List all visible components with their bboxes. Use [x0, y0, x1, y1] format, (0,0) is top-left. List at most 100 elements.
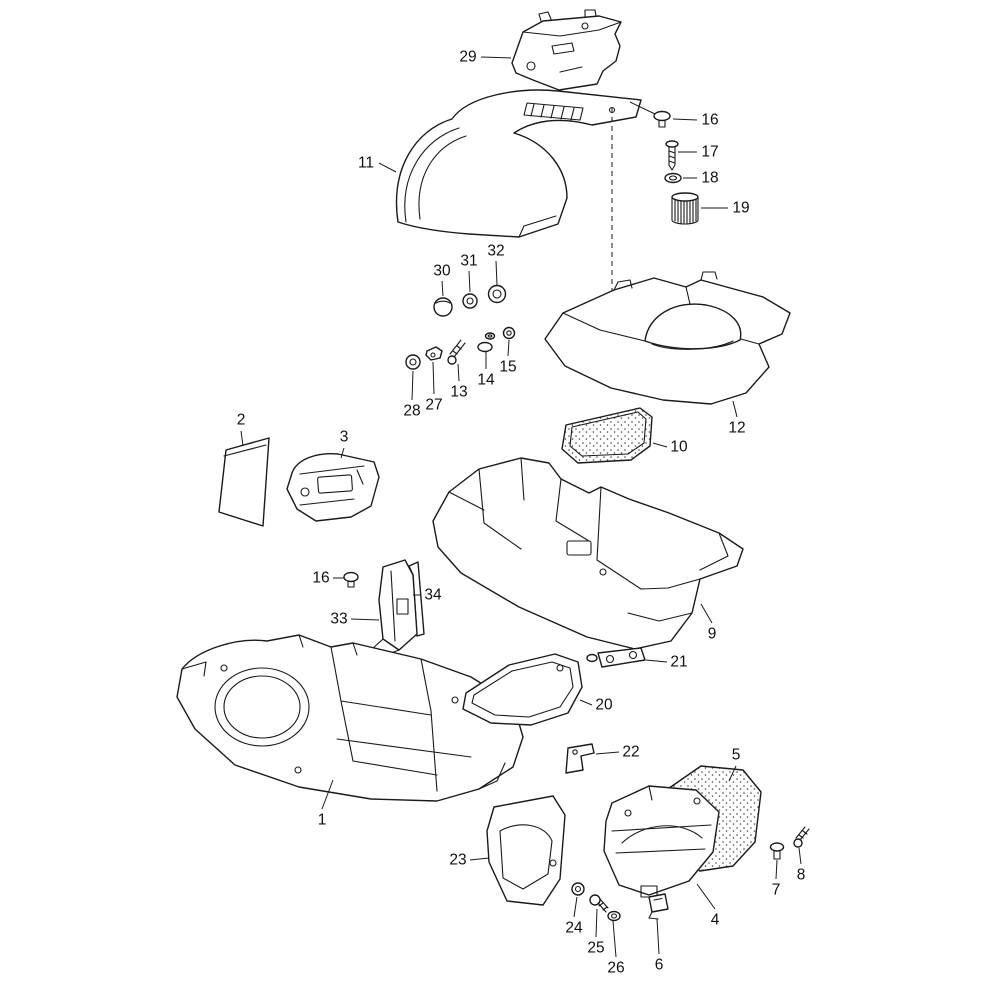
plate	[597, 647, 646, 668]
inner-arch	[404, 127, 460, 223]
callout-label-12: 12	[728, 420, 745, 437]
part-10-insulation-pad	[561, 407, 653, 464]
outline	[511, 15, 622, 91]
outline	[565, 743, 595, 774]
part-11-wheel-arch-liner	[395, 89, 642, 238]
part-12-rear-carpet	[544, 271, 791, 405]
callout-label-24: 24	[565, 920, 583, 937]
leader-line-3	[340, 447, 345, 459]
leader-line-11	[378, 162, 397, 173]
border-line	[471, 661, 574, 718]
grommet-inner	[466, 297, 474, 305]
screw-threads	[668, 150, 676, 164]
callout-label-30: 30	[433, 263, 451, 280]
part-22-angle-bracket	[565, 743, 595, 774]
clip-head	[653, 110, 671, 122]
crease	[390, 570, 396, 642]
callout-label-16: 16	[701, 112, 718, 129]
leader-line-4	[696, 883, 716, 910]
fastener-26-grommet	[607, 910, 621, 922]
callout-label-17: 17	[701, 144, 718, 161]
callout-label-26: 26	[607, 960, 624, 977]
callout-label-4: 4	[711, 912, 720, 929]
tab	[538, 11, 552, 22]
hole	[599, 568, 607, 576]
leader-line-12	[732, 400, 738, 418]
fastener-27-clip	[425, 346, 443, 361]
hole	[294, 766, 302, 774]
clip-slot	[653, 897, 663, 901]
leader-line-16	[672, 118, 698, 121]
fold-line	[685, 286, 691, 305]
fastener-31-grommet	[462, 293, 478, 309]
front-lip	[298, 634, 358, 656]
callout-label-5: 5	[732, 747, 741, 764]
fold-line	[562, 312, 646, 342]
hole	[549, 859, 557, 867]
outline	[218, 437, 270, 527]
right-flap	[699, 532, 729, 571]
footwell-line	[555, 478, 590, 542]
part-20-floor-mat	[462, 653, 583, 726]
screw-shaft	[668, 146, 676, 171]
fastener-6-clip	[648, 893, 669, 920]
callout-label-22: 22	[622, 744, 639, 761]
footwell-line	[478, 468, 522, 550]
fastener-19-knurled-sleeve	[671, 192, 699, 225]
tab	[584, 9, 597, 18]
grommet-inner	[668, 175, 678, 181]
tab	[613, 279, 633, 291]
arch-line	[621, 825, 703, 844]
fastener-18-grommet	[664, 172, 682, 184]
top-edge	[299, 465, 365, 475]
fastener-15-washer	[502, 326, 516, 340]
washer-inner	[574, 885, 582, 893]
grommet-center	[487, 334, 493, 338]
hole	[628, 650, 638, 660]
leader-line-31	[468, 270, 471, 293]
fastener-32-washer	[487, 284, 507, 304]
fastener-8-screw	[793, 826, 810, 848]
knurling	[674, 198, 697, 224]
callout-label-15: 15	[499, 359, 516, 376]
crease	[648, 785, 653, 801]
part-23-kick-panel	[486, 795, 566, 906]
outline	[603, 785, 720, 896]
callout-label-10: 10	[670, 439, 688, 456]
plug-outer	[433, 297, 453, 317]
leader-line-15	[507, 339, 510, 357]
rear-edge	[627, 612, 693, 622]
leader-line-21	[645, 659, 668, 663]
hatched-slot	[523, 102, 584, 121]
callout-label-9: 9	[708, 626, 717, 643]
band-line	[615, 848, 706, 854]
pocket-line	[499, 824, 553, 890]
callout-label-18: 18	[701, 170, 718, 187]
slot	[396, 598, 409, 615]
callout-label-14: 14	[477, 372, 495, 389]
callout-label-1: 1	[318, 812, 327, 829]
fastener-13-screw	[447, 339, 466, 365]
leader-line-30	[441, 280, 444, 297]
fold-line	[740, 338, 760, 345]
clip-head	[343, 571, 359, 583]
callout-label-3: 3	[340, 429, 349, 446]
hole	[605, 654, 615, 664]
leader-line-20	[579, 699, 593, 706]
clip-hole	[430, 352, 436, 358]
screw-threads	[452, 345, 462, 355]
sleeve-top	[671, 192, 699, 202]
hole	[572, 749, 578, 755]
hole	[451, 696, 459, 704]
leader-line-28	[411, 370, 414, 401]
slot	[551, 42, 575, 55]
slot	[317, 474, 353, 494]
bottom-crease	[299, 498, 355, 506]
hatch-lines	[530, 103, 575, 121]
callout-label-19: 19	[732, 200, 749, 217]
left-crease	[448, 491, 485, 511]
outline	[286, 452, 380, 522]
fastener-25-screw	[589, 894, 609, 913]
